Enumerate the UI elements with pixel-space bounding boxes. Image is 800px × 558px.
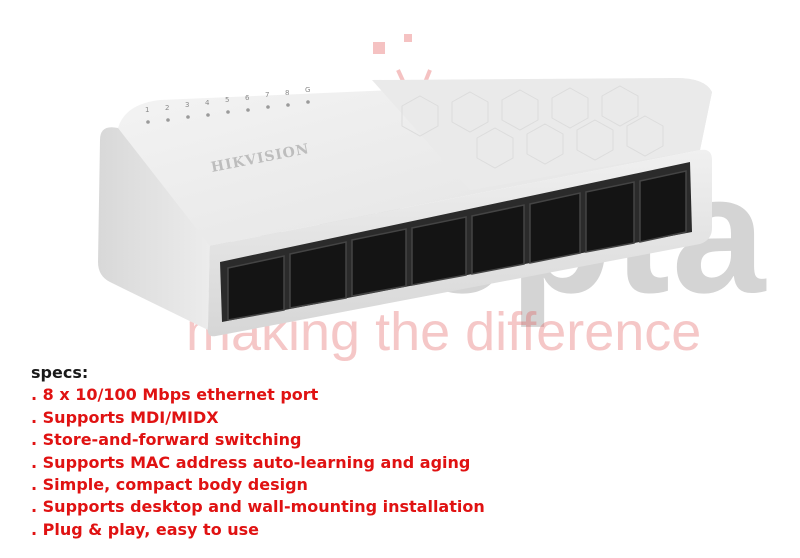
network-switch: 1 2 3 4 5 6 7 8 G HIKVISION (98, 78, 712, 337)
port-number: 8 (285, 89, 289, 97)
port-number: 2 (165, 104, 169, 112)
spec-item: . Simple, compact body design (31, 475, 308, 495)
spec-item: . Supports MAC address auto-learning and… (31, 452, 471, 472)
port-number: 5 (225, 96, 229, 104)
ethernet-ports (227, 170, 687, 321)
led-indicators (146, 100, 310, 124)
port-number-labels: 1 2 3 4 5 6 7 8 G (145, 86, 310, 114)
spec-item: . Supports MDI/MIDX (31, 407, 219, 427)
port-number: 4 (205, 99, 210, 107)
ethernet-port (529, 192, 581, 264)
spec-item: . 8 x 10/100 Mbps ethernet port (31, 385, 319, 405)
ethernet-port (289, 241, 347, 309)
ethernet-port (585, 181, 635, 253)
spec-item: . Plug & play, easy to use (31, 519, 260, 539)
hex-pattern (372, 78, 712, 190)
ethernet-port (351, 228, 407, 297)
port-number: G (305, 86, 310, 94)
port-number: 7 (265, 91, 269, 99)
ethernet-port (227, 255, 285, 321)
port-number: 3 (185, 101, 189, 109)
spec-item: . Store-and-forward switching (31, 430, 302, 450)
ethernet-port (471, 204, 525, 275)
specs-section: specs: . 8 x 10/100 Mbps ethernet port .… (31, 362, 771, 541)
specs-list: . 8 x 10/100 Mbps ethernet port . Suppor… (31, 384, 771, 541)
spec-item: . Supports desktop and wall-mounting ins… (31, 497, 485, 517)
ethernet-port (411, 216, 467, 286)
port-number: 1 (145, 106, 149, 114)
port-number: 6 (245, 94, 250, 102)
specs-heading: specs: (31, 363, 89, 382)
switch-side (98, 127, 210, 330)
ethernet-port (639, 170, 687, 243)
